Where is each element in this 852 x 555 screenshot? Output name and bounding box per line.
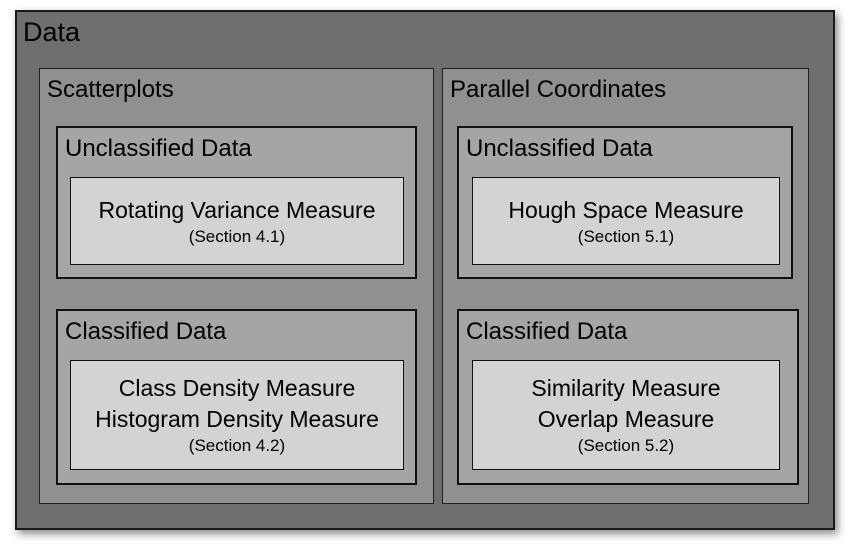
measure-label: Similarity Measure (531, 375, 721, 401)
measure-label: Hough Space Measure (508, 196, 744, 223)
measure-label: Class Density Measure (118, 375, 356, 401)
data-title: Data (23, 17, 81, 47)
scatterplots-classified-title: Classified Data (65, 318, 227, 345)
scatterplots-unclassified-title: Unclassified Data (65, 135, 252, 162)
section-label: (Section 4.1) (188, 226, 286, 246)
parallel-unclassified-title: Unclassified Data (466, 135, 653, 162)
rotating-variance-box: Rotating Variance Measure (Section 4.1) (70, 177, 404, 265)
section-label: (Section 5.2) (577, 436, 675, 455)
measure-label: Overlap Measure (537, 406, 715, 432)
density-measures-box: Class Density Measure Histogram Density … (70, 360, 404, 470)
hough-space-box: Hough Space Measure (Section 5.1) (472, 177, 780, 265)
section-label: (Section 4.2) (188, 436, 286, 455)
scatterplots-title: Scatterplots (47, 76, 174, 103)
measure-label: Rotating Variance Measure (98, 196, 376, 223)
measure-label: Histogram Density Measure (95, 406, 379, 432)
parallel-coordinates-title: Parallel Coordinates (450, 76, 667, 103)
similarity-overlap-box: Similarity Measure Overlap Measure (Sect… (472, 360, 780, 470)
section-label: (Section 5.1) (577, 226, 675, 246)
parallel-classified-title: Classified Data (466, 318, 628, 345)
